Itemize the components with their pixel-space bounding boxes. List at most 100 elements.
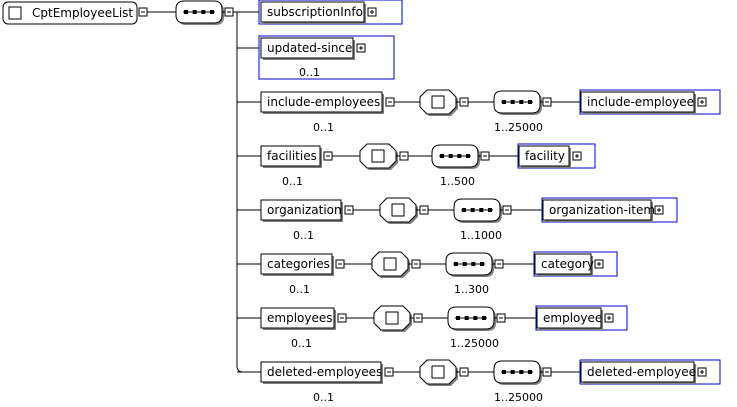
collapse-minus-icon[interactable] xyxy=(344,205,354,215)
element-box[interactable] xyxy=(260,1,365,23)
occurrence-label: 0..1 xyxy=(291,337,312,350)
element-box[interactable] xyxy=(260,145,321,167)
child-element-box[interactable] xyxy=(580,361,695,383)
collapse-minus-icon[interactable] xyxy=(385,97,395,107)
sequence-compositor-icon[interactable] xyxy=(431,144,480,169)
element-box[interactable] xyxy=(260,253,333,275)
element-box[interactable] xyxy=(260,91,383,113)
sequence-compositor-icon[interactable] xyxy=(445,252,494,277)
expand-plus-icon[interactable] xyxy=(654,205,664,215)
sequence-dot xyxy=(479,208,484,212)
sequence-compositor-icon[interactable] xyxy=(493,90,542,115)
element-box[interactable] xyxy=(260,37,354,59)
sequence-compositor-icon[interactable] xyxy=(175,0,224,25)
child-element-box[interactable] xyxy=(542,199,652,221)
element-box[interactable] xyxy=(260,307,335,329)
sequence-dot xyxy=(464,316,469,320)
collapse-minus-icon[interactable] xyxy=(542,97,552,107)
sequence-dot xyxy=(480,262,484,266)
expand-plus-icon[interactable] xyxy=(356,43,366,53)
choice-compositor-icon[interactable] xyxy=(419,359,458,386)
sequence-dot xyxy=(184,10,188,14)
child-element-box[interactable] xyxy=(536,307,602,329)
collapse-minus-icon[interactable] xyxy=(323,151,333,161)
child-occurrence-label: 1..500 xyxy=(440,175,475,188)
child-occurrence-label: 1..25000 xyxy=(450,337,499,350)
child-element-box[interactable] xyxy=(518,145,570,167)
choice-box xyxy=(431,95,445,109)
child-occurrence-label: 1..25000 xyxy=(494,121,543,134)
occurrence-label: 0..1 xyxy=(282,175,303,188)
sequence-dot xyxy=(473,316,478,320)
root-element-label: CptEmployeeList xyxy=(32,6,133,20)
sequence-dot xyxy=(457,154,462,158)
element-label: updated-since xyxy=(267,41,352,55)
collapse-minus-icon[interactable] xyxy=(459,367,469,377)
expand-plus-icon[interactable] xyxy=(697,367,707,377)
collapse-minus-icon[interactable] xyxy=(224,7,234,17)
element-label: employees xyxy=(267,311,332,325)
element-row: subscriptionInfo xyxy=(237,0,403,25)
element-box[interactable] xyxy=(260,199,342,221)
collapse-minus-icon[interactable] xyxy=(502,205,512,215)
expand-plus-icon[interactable] xyxy=(594,259,604,269)
child-occurrence-label: 1..25000 xyxy=(494,391,543,404)
choice-compositor-icon[interactable] xyxy=(371,251,410,278)
sequence-dot xyxy=(462,262,467,266)
sequence-dot xyxy=(201,10,206,14)
child-element-label: include-employee xyxy=(587,95,694,109)
choice-compositor-icon[interactable] xyxy=(379,197,418,224)
child-element-label: facility xyxy=(525,149,565,163)
sequence-dot xyxy=(488,208,492,212)
sequence-dot xyxy=(210,10,214,14)
child-element-label: category xyxy=(541,257,594,271)
element-label: facilities xyxy=(267,149,317,163)
expand-plus-icon[interactable] xyxy=(572,151,582,161)
sequence-compositor-icon[interactable] xyxy=(453,198,502,223)
element-box-icon xyxy=(8,6,22,20)
choice-compositor-icon[interactable] xyxy=(419,89,458,116)
element-label: subscriptionInfo xyxy=(267,5,363,19)
sequence-dot xyxy=(510,100,515,104)
sequence-dot xyxy=(448,154,453,158)
root-element[interactable]: CptEmployeeList xyxy=(2,1,138,25)
child-element-box[interactable] xyxy=(534,253,592,275)
choice-box xyxy=(383,257,397,271)
expand-plus-icon[interactable] xyxy=(604,313,614,323)
collapse-minus-icon[interactable] xyxy=(138,7,148,17)
collapse-minus-icon[interactable] xyxy=(419,205,429,215)
collapse-minus-icon[interactable] xyxy=(542,367,552,377)
choice-compositor-icon[interactable] xyxy=(359,143,398,170)
sequence-dot xyxy=(510,370,515,374)
collapse-minus-icon[interactable] xyxy=(384,367,394,377)
sequence-compositor-icon[interactable] xyxy=(447,306,496,331)
expand-plus-icon[interactable] xyxy=(367,7,377,17)
sequence-dot xyxy=(528,100,532,104)
collapse-minus-icon[interactable] xyxy=(480,151,490,161)
child-element-label: deleted-employee xyxy=(587,365,696,379)
choice-box xyxy=(431,365,445,379)
collapse-minus-icon[interactable] xyxy=(337,313,347,323)
collapse-minus-icon[interactable] xyxy=(413,313,423,323)
root-element-frame[interactable] xyxy=(2,1,138,25)
element-box[interactable] xyxy=(260,361,382,383)
child-occurrence-label: 1..300 xyxy=(454,283,489,296)
sequence-compositor-icon[interactable] xyxy=(493,360,542,385)
sequence-dot xyxy=(462,208,466,212)
choice-compositor-icon[interactable] xyxy=(373,305,412,332)
collapse-minus-icon[interactable] xyxy=(335,259,345,269)
sequence-dot xyxy=(519,370,524,374)
collapse-minus-icon[interactable] xyxy=(399,151,409,161)
child-element-box[interactable] xyxy=(580,91,695,113)
collapse-minus-icon[interactable] xyxy=(496,313,506,323)
collapse-minus-icon[interactable] xyxy=(494,259,504,269)
collapse-minus-icon[interactable] xyxy=(459,97,469,107)
sequence-dot xyxy=(528,370,532,374)
collapse-minus-icon[interactable] xyxy=(411,259,421,269)
element-label: deleted-employees xyxy=(267,365,382,379)
expand-plus-icon[interactable] xyxy=(697,97,707,107)
